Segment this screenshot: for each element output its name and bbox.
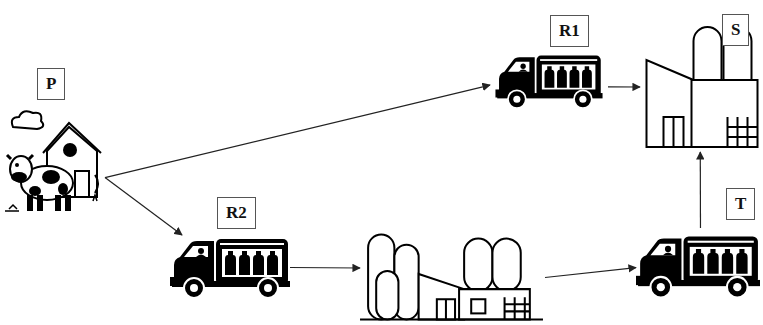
flow-arrow bbox=[105, 85, 490, 178]
flow-arrow bbox=[545, 268, 636, 278]
flow-arrow bbox=[290, 267, 360, 269]
node-label: T bbox=[726, 188, 755, 220]
truck-node: R2 bbox=[170, 235, 290, 300]
milk-truck bbox=[495, 56, 602, 109]
truck-node: R1 bbox=[490, 52, 608, 110]
flow-arrow bbox=[700, 152, 701, 228]
node-label: S bbox=[722, 14, 749, 46]
node-label: P bbox=[37, 68, 65, 100]
farm-node: P bbox=[5, 105, 105, 215]
flow-arrow bbox=[608, 86, 640, 87]
node-label: R2 bbox=[217, 197, 256, 229]
flow-arrow bbox=[105, 178, 182, 235]
factory-node bbox=[360, 230, 545, 325]
truck-node: T bbox=[636, 228, 760, 300]
milk-truck bbox=[636, 237, 760, 298]
node-label: R1 bbox=[550, 15, 589, 47]
farm-illustration bbox=[5, 111, 101, 211]
factory-node: S bbox=[640, 22, 763, 152]
processing-plant bbox=[360, 235, 543, 320]
milk-truck bbox=[170, 239, 290, 298]
